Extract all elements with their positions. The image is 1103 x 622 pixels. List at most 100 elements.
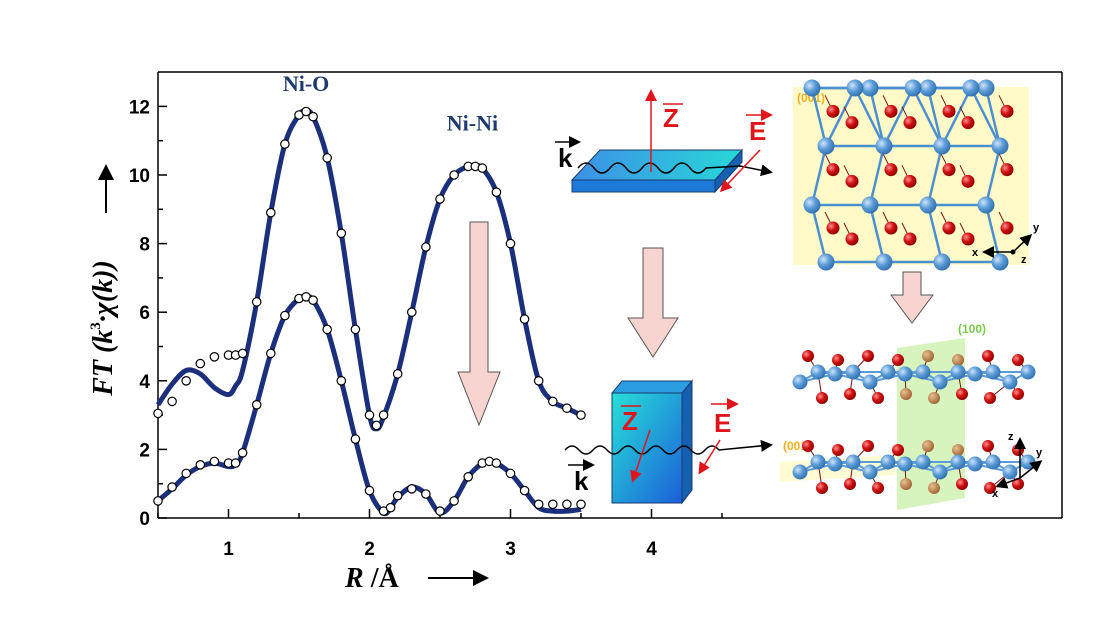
series-3-marker bbox=[421, 489, 431, 499]
plot-frame bbox=[157, 71, 1063, 519]
o-atom-side bbox=[922, 350, 934, 362]
o-atom bbox=[845, 116, 859, 130]
ni-atom bbox=[904, 79, 922, 97]
series-1-marker bbox=[477, 163, 488, 173]
series-3-marker bbox=[350, 434, 361, 444]
y-axis-label-main: FT (k bbox=[88, 330, 119, 397]
o-atom bbox=[845, 174, 859, 188]
series-1-marker bbox=[547, 396, 558, 407]
ni-atom bbox=[803, 79, 821, 97]
series-1-marker bbox=[449, 170, 459, 180]
ni-atom-side bbox=[792, 464, 808, 480]
plane-100-label: (100) bbox=[958, 322, 986, 336]
series-3-marker bbox=[385, 502, 396, 513]
ni-ni-bond bbox=[969, 87, 1002, 147]
o-atom-side bbox=[816, 392, 828, 404]
ni-atom-side bbox=[967, 456, 983, 472]
ni-atom bbox=[817, 137, 835, 155]
o-atom bbox=[961, 116, 975, 130]
bottom-e-arrow bbox=[698, 439, 721, 475]
series-3-marker bbox=[576, 499, 586, 510]
series-3-marker bbox=[547, 499, 558, 510]
series-3-marker bbox=[181, 468, 191, 479]
series-1-marker bbox=[237, 348, 248, 359]
series-1-marker bbox=[265, 207, 276, 218]
axis-z-top-label: z bbox=[1021, 254, 1027, 266]
slab-rotation-arrow bbox=[627, 247, 679, 358]
bottom-z-arrow bbox=[630, 429, 651, 483]
series-1-marker bbox=[153, 408, 163, 419]
lattice-top-atoms bbox=[803, 79, 1014, 271]
lattice-side-view: (100) (001) z y x bbox=[780, 322, 1043, 510]
series-3-marker bbox=[533, 499, 544, 510]
series-1-marker bbox=[308, 111, 318, 122]
ni-atom-side bbox=[985, 454, 1001, 470]
series-1-marker bbox=[421, 242, 431, 252]
ni-ni-bond bbox=[868, 145, 886, 206]
o-atom-side bbox=[928, 482, 940, 494]
ni-atom bbox=[962, 79, 980, 97]
series-3-marker bbox=[209, 456, 220, 467]
x-tick-label: 2 bbox=[364, 539, 375, 560]
x-axis-label-main: R bbox=[344, 563, 364, 594]
series-3-marker bbox=[280, 310, 290, 321]
x-axis-label-unit: /Å bbox=[364, 563, 400, 594]
series-1-marker bbox=[350, 324, 361, 335]
series-3-marker bbox=[364, 485, 375, 496]
ni-atom-side bbox=[845, 454, 861, 470]
series-3-marker bbox=[519, 485, 530, 496]
top-slab-schematic: Z E k bbox=[555, 89, 773, 194]
series-1-marker bbox=[533, 375, 544, 386]
ni-atom-side bbox=[827, 366, 843, 382]
plane-001-label: (001) bbox=[797, 91, 825, 105]
o-atom bbox=[942, 163, 956, 177]
x-axis-label: R /Å bbox=[344, 563, 399, 594]
ni-ni-bond bbox=[853, 87, 886, 147]
o-atom-side bbox=[1012, 444, 1024, 456]
ni-atom bbox=[861, 196, 879, 214]
o-atom-side bbox=[984, 392, 996, 404]
bottom-slab-end bbox=[681, 379, 693, 505]
ni-atom-side bbox=[1002, 464, 1018, 480]
ni-atom-side bbox=[915, 364, 931, 380]
ni-atom-side bbox=[827, 456, 843, 472]
lattice-001-view: (001) x y z bbox=[793, 79, 1040, 271]
series-3-marker bbox=[251, 399, 262, 410]
ni-ni-bond bbox=[984, 145, 1002, 206]
o-atom-side bbox=[802, 350, 814, 362]
ni-atom bbox=[846, 79, 864, 97]
ni-atom-side bbox=[897, 366, 913, 382]
y-axis-label-sup: 3 bbox=[88, 322, 104, 330]
o-atom bbox=[826, 104, 840, 118]
o-atom-side bbox=[892, 354, 904, 366]
axis-x-top-label: x bbox=[972, 247, 979, 259]
ni-atom-side bbox=[880, 364, 896, 380]
ni-ni-bond bbox=[810, 204, 828, 263]
ni-ni-bond bbox=[882, 87, 915, 147]
ni-atom-side bbox=[792, 374, 808, 390]
o-atom-side bbox=[832, 444, 844, 456]
series-3-marker bbox=[463, 471, 473, 482]
o-atom-side bbox=[928, 392, 940, 404]
o-atom-side bbox=[900, 478, 912, 490]
series-1-marker bbox=[406, 307, 417, 317]
axis-y-side-label: y bbox=[1036, 447, 1043, 459]
o-atom-side bbox=[872, 482, 884, 494]
ni-atom-side bbox=[845, 364, 861, 380]
ni-atom-side bbox=[862, 464, 878, 480]
series-1-marker bbox=[519, 314, 530, 324]
o-atom-side bbox=[862, 350, 874, 362]
o-atom-side bbox=[900, 388, 912, 400]
series-3-marker bbox=[336, 375, 347, 386]
y-tick-label: 12 bbox=[129, 97, 150, 118]
ni-atom-side bbox=[1002, 374, 1018, 390]
series-3-marker bbox=[406, 483, 417, 494]
y-tick-label: 4 bbox=[139, 372, 150, 393]
o-atom-side bbox=[1012, 354, 1024, 366]
series-3-marker bbox=[562, 499, 572, 510]
series-3-marker bbox=[449, 496, 459, 506]
ni-atom-side bbox=[810, 454, 826, 470]
ni-atom-side bbox=[932, 374, 948, 390]
y-tick-label: 10 bbox=[129, 166, 150, 187]
